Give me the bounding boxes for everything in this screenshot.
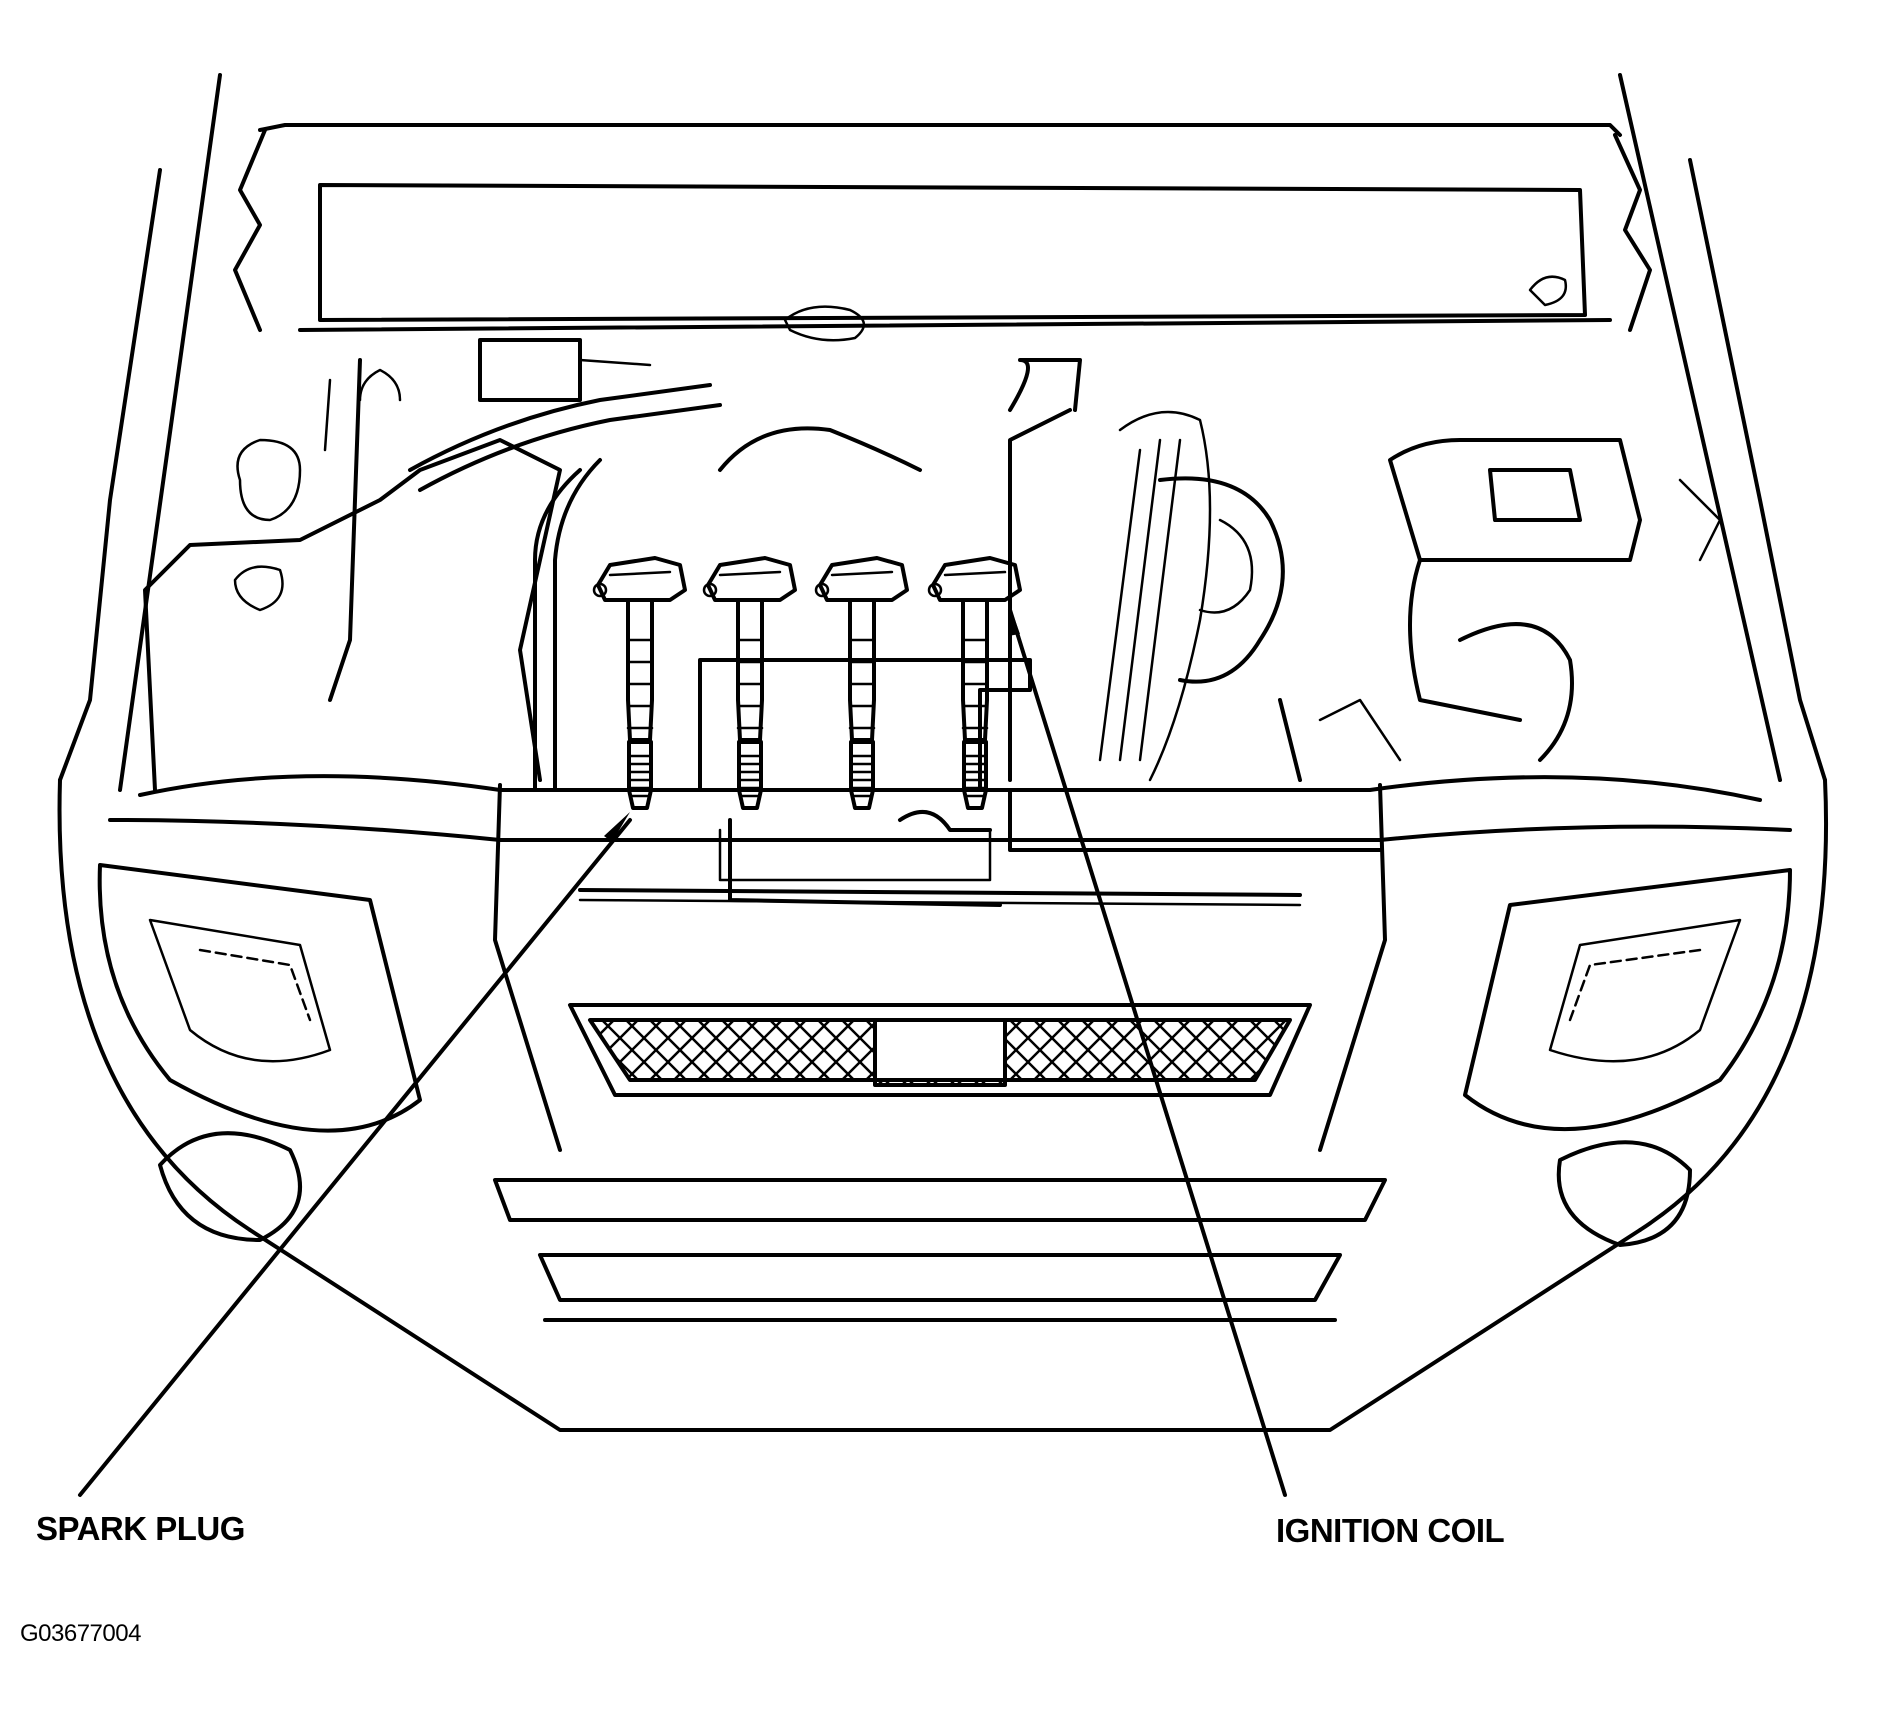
body-outline — [57, 158, 1829, 1432]
left-headlight — [97, 863, 422, 1133]
right-headlight — [1463, 868, 1792, 1132]
spark-plug-label: SPARK PLUG — [36, 1510, 245, 1547]
figure-id-label: G03677004 — [20, 1620, 141, 1647]
spark-plug-2 — [737, 740, 763, 810]
ignition-coil-callout — [1008, 600, 1287, 1497]
hood — [118, 73, 1782, 792]
ignition-coil-2 — [702, 556, 797, 810]
spark-plug-1 — [627, 740, 653, 810]
ignition-coil-3 — [814, 556, 909, 810]
ignition-coil-group — [592, 556, 1022, 810]
ignition-coil-4 — [927, 556, 1022, 810]
ignition-coil-label: IGNITION COIL — [1276, 1512, 1505, 1549]
spark-plug-3 — [849, 740, 875, 810]
ignition-coil-1 — [592, 556, 687, 810]
spark-plug-4 — [962, 740, 988, 810]
spark-plug-callout — [78, 812, 632, 1497]
engine-bay-details — [143, 338, 1722, 907]
front-fascia — [158, 783, 1692, 1322]
